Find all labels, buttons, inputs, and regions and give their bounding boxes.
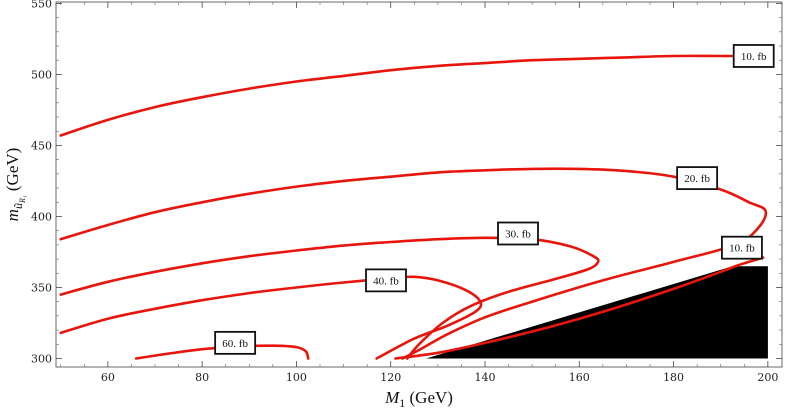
contour-labels-layer: 10. fb 20. fb 30. fb 40. fb 60. fb 10. fb — [214, 44, 775, 355]
contour-label-0: 10. fb — [732, 44, 775, 68]
contour-label-4: 60. fb — [214, 330, 257, 355]
x-tick-label: 60 — [101, 371, 115, 384]
x-tick-label: 100 — [286, 371, 307, 384]
x-tick-label: 160 — [569, 371, 590, 384]
contour-label-text: 60. fb — [222, 338, 248, 350]
contour-line-5 — [394, 256, 765, 360]
x-tick-label: 200 — [757, 371, 778, 384]
contour-label-text: 10. fb — [741, 51, 767, 63]
contour-label-text: 10. fb — [729, 243, 755, 255]
contour-label-text: 30. fb — [505, 228, 531, 240]
contour-label-box — [732, 44, 775, 68]
contour-label-text: 20. fb — [684, 173, 710, 185]
axes-layer: 60 80 100 120 140 160 180 200 300 350 400 450 500 550… — [3, 0, 782, 410]
y-tick-label: 450 — [31, 139, 52, 152]
contour-line-0 — [59, 54, 751, 137]
contour-label-box — [497, 221, 539, 246]
x-tick-label: 180 — [663, 371, 684, 384]
y-axis-title: mũR₁ (GeV) — [3, 148, 27, 222]
contour-label-text: 40. fb — [373, 275, 399, 287]
plot-frame — [55, 1, 783, 368]
contour-label-box — [676, 166, 719, 191]
plot-frame-layer — [55, 1, 783, 368]
x-tick-label: 80 — [195, 371, 209, 384]
x-axis-title: M1 (GeV) — [384, 388, 453, 410]
y-tick-label: 500 — [31, 68, 52, 81]
contour-label-box — [721, 235, 763, 260]
contour-line-1 — [59, 167, 768, 360]
y-tick-label: 550 — [31, 0, 52, 10]
contour-label-box — [214, 330, 257, 355]
contour-label-3: 40. fb — [365, 268, 407, 293]
x-tick-label: 140 — [475, 371, 496, 384]
contour-label-5: 10. fb — [721, 235, 763, 260]
contour-label-2: 30. fb — [497, 221, 539, 246]
y-tick-label: 350 — [31, 281, 52, 294]
contour-line-4 — [134, 344, 310, 360]
x-tick-label: 120 — [380, 371, 401, 384]
contour-label-box — [365, 268, 407, 293]
y-tick-label: 400 — [31, 210, 52, 223]
y-tick-label: 300 — [31, 352, 52, 365]
contour-label-1: 20. fb — [676, 166, 719, 191]
